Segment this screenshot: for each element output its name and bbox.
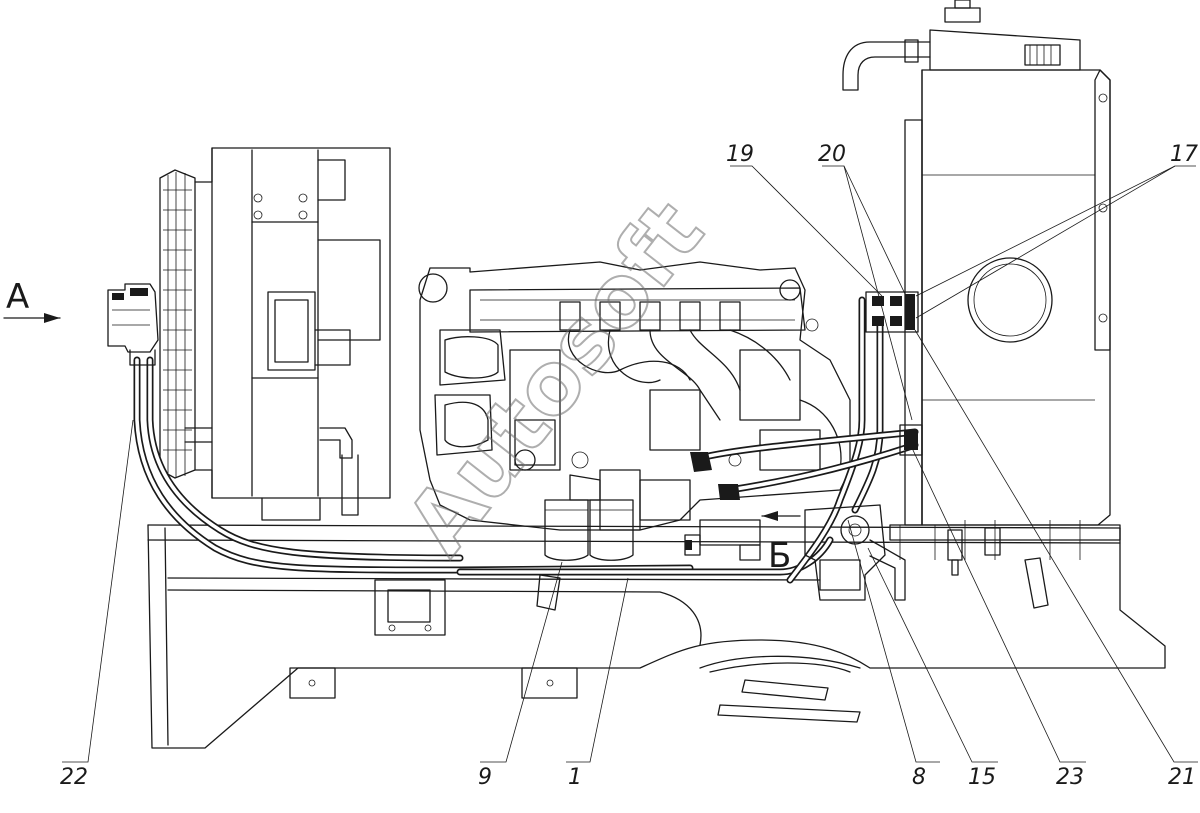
watermark-text: Autosoft (388, 183, 723, 573)
fuel-hoses (133, 296, 919, 584)
callout-20: 20 (818, 142, 846, 167)
callout-9: 9 (478, 765, 492, 790)
watermark: Autosoft (387, 182, 724, 574)
callout-15: 15 (968, 765, 996, 790)
callout-17: 17 (1170, 142, 1198, 167)
radiator-cooler (159, 147, 391, 521)
callout-8: 8 (912, 765, 926, 790)
view-markers: А Б (3, 277, 801, 576)
engine-block (418, 261, 851, 531)
callout-21: 21 (1168, 765, 1196, 790)
view-a-label: А (6, 277, 29, 317)
callout-19: 19 (726, 142, 754, 167)
leader-lines (62, 165, 1198, 763)
callout-1: 1 (568, 765, 582, 790)
fittings (107, 283, 1001, 636)
view-b-label: Б (768, 536, 791, 576)
fuel-tank (842, 0, 1121, 560)
callout-22: 22 (60, 765, 88, 790)
chassis-frame (147, 524, 1166, 749)
fuel-filters (544, 499, 634, 561)
callout-23: 23 (1056, 765, 1084, 790)
callout-numbers: 22 9 1 8 15 23 21 19 20 17 (60, 142, 1198, 790)
